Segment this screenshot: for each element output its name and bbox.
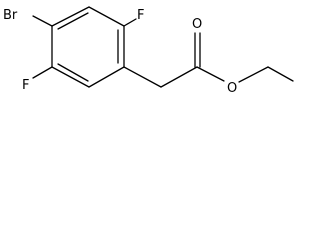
fluorine-top-bond [123, 18, 137, 27]
fluorine-bottom-bond [32, 66, 53, 79]
ch2-to-ch3-bond [267, 66, 294, 82]
ester-oxygen-to-ch2-bond [238, 66, 269, 83]
ring-double-bond-3 [57, 63, 89, 82]
bromine-atom-label: Br [3, 8, 18, 23]
molecule-structure: Br F F O O [3, 6, 294, 96]
fluorine-top-atom-label: F [137, 8, 144, 23]
ring-bond-5 [51, 66, 90, 88]
carbonyl-oxygen-atom-label: O [192, 17, 202, 32]
carbonyl-to-ester-oxygen-bond [196, 66, 225, 82]
ring-bond-1 [51, 6, 90, 27]
fluorine-bottom-atom-label: F [22, 78, 29, 93]
ring-bond-2 [88, 6, 125, 27]
ring-bond-4 [88, 66, 125, 88]
ring-double-bond-1 [57, 12, 89, 30]
ch2-to-carbonyl-bond [160, 66, 198, 88]
ester-oxygen-atom-label: O [227, 81, 237, 96]
bromine-bond [32, 15, 53, 27]
ring-to-ch2-bond [123, 66, 162, 88]
